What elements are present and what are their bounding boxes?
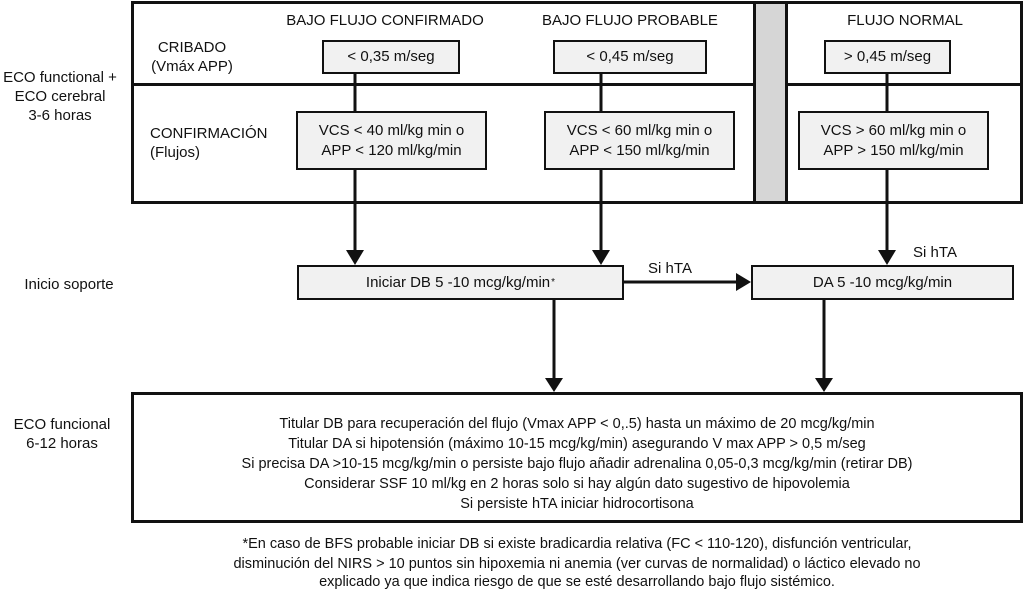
footnote-marker: * [551, 276, 556, 288]
stage-label-line: 6-12 horas [26, 435, 98, 452]
arrowhead-da-to-followup [815, 378, 833, 392]
followup-line-4: Considerar SSF 10 ml/kg en 2 horas solo … [304, 476, 850, 492]
arrowhead-col2-to-db [592, 250, 610, 265]
edge-label-normal-to-da: Si hTA [913, 244, 957, 261]
confirmation-line: VCS < 60 ml/kg min o [566, 121, 713, 139]
screening-box-probable[interactable]: < 0,45 m/seg [553, 40, 707, 74]
screening-value: > 0,45 m/seg [843, 48, 932, 65]
arrowhead-db-to-followup [545, 378, 563, 392]
row-label-line: (Flujos) [150, 144, 201, 161]
arrowhead-db-to-da [736, 273, 751, 291]
confirmation-line: APP > 150 ml/kg/min [823, 141, 964, 159]
confirmation-line: VCS < 40 ml/kg min o [318, 121, 465, 139]
followup-line-3: Si precisa DA >10-15 mcg/kg/min o persis… [241, 456, 913, 472]
stage-label-eco-followup: ECO funcional 6-12 horas [0, 415, 124, 453]
stage-label-eco-initial: ECO functional + ECO cerebral 3-6 horas [0, 68, 120, 125]
arrowhead-col1-to-db [346, 250, 364, 265]
footnote-line-1: *En caso de BFS probable iniciar DB si e… [242, 536, 912, 552]
edge-label-db-to-da: Si hTA [648, 260, 692, 277]
screening-box-confirmed[interactable]: < 0,35 m/seg [322, 40, 460, 74]
confirmation-line: APP < 150 ml/kg/min [569, 141, 710, 159]
row-label-line: CRIBADO [157, 39, 227, 56]
row-divider [131, 83, 757, 86]
db-start-text: Iniciar DB 5 -10 mcg/kg/min [365, 273, 551, 291]
screening-value: < 0,45 m/seg [586, 48, 674, 65]
stage-label-line: 3-6 horas [28, 107, 92, 124]
confirmation-box-confirmed[interactable]: VCS < 40 ml/kg min o APP < 120 ml/kg/min [296, 111, 487, 170]
da-text: DA 5 -10 mcg/kg/min [812, 273, 953, 291]
confirmation-box-normal[interactable]: VCS > 60 ml/kg min o APP > 150 ml/kg/min [798, 111, 989, 170]
followup-line-1: Titular DB para recuperación del flujo (… [279, 416, 875, 432]
row-divider-right [785, 83, 1023, 86]
screening-value: < 0,35 m/seg [347, 48, 435, 65]
row-label-screening: CRIBADO (Vmáx APP) [142, 38, 242, 76]
column-header-confirmed-low-flow: BAJO FLUJO CONFIRMADO [286, 12, 484, 29]
followup-line-5: Si persiste hTA iniciar hidrocortisona [460, 496, 694, 512]
row-label-line: (Vmáx APP) [151, 58, 233, 75]
footnote-line-3: explicado ya que indica riesgo de que se… [319, 574, 835, 590]
followup-box[interactable]: Titular DB para recuperación del flujo (… [131, 392, 1023, 523]
row-label-confirmation: CONFIRMACIÓN (Flujos) [150, 124, 280, 162]
stage-label-line: ECO cerebral [14, 88, 106, 105]
db-start-box[interactable]: Iniciar DB 5 -10 mcg/kg/min* [297, 265, 624, 300]
confirmation-line: VCS > 60 ml/kg min o [820, 121, 967, 139]
stage-label-line: ECO functional + [3, 69, 117, 86]
stage-label-line: ECO funcional [13, 416, 111, 433]
normal-flow-panel [785, 1, 1023, 204]
column-header-normal-flow: FLUJO NORMAL [847, 12, 963, 29]
footnote-line-2: disminución del NIRS > 10 puntos sin hip… [233, 556, 921, 572]
arrowhead-col3-to-da [878, 250, 896, 265]
da-box[interactable]: DA 5 -10 mcg/kg/min [751, 265, 1014, 300]
row-label-line: CONFIRMACIÓN [150, 125, 268, 142]
confirmation-line: APP < 120 ml/kg/min [321, 141, 462, 159]
column-header-probable-low-flow: BAJO FLUJO PROBABLE [542, 12, 718, 29]
followup-line-2: Titular DA si hipotensión (máximo 10-15 … [288, 436, 866, 452]
stage-label-support-start: Inicio soporte [24, 276, 114, 293]
screening-box-normal[interactable]: > 0,45 m/seg [824, 40, 951, 74]
confirmation-box-probable[interactable]: VCS < 60 ml/kg min o APP < 150 ml/kg/min [544, 111, 735, 170]
